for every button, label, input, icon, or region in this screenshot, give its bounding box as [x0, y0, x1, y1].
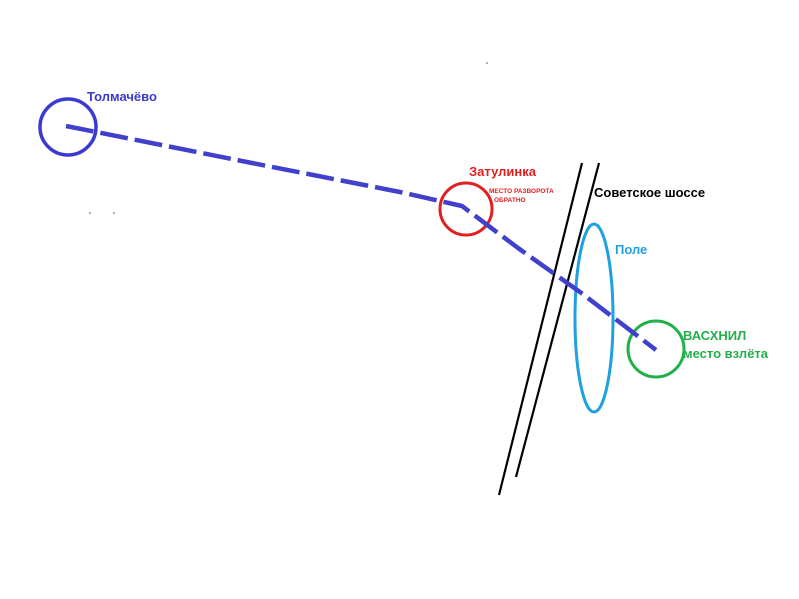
flight-route-line: [65, 123, 658, 352]
zatulinka-label: Затулинка: [469, 164, 537, 179]
turnaround-label-line2: ОБРАТНО: [494, 197, 526, 204]
field-ellipse: [573, 222, 615, 414]
stray-dot: [486, 62, 488, 64]
stray-dot: [113, 212, 115, 214]
turnaround-label-line1: МЕСТО РАЗВОРОТА: [489, 188, 554, 195]
field-label: Поле: [615, 242, 647, 257]
vaskhnil-label-line1: ВАСХНИЛ: [683, 328, 746, 343]
highway-line-left: [497, 162, 584, 496]
stray-dot: [89, 212, 91, 214]
vaskhnil-circle: [626, 319, 686, 379]
zatulinka-circle: [438, 181, 494, 237]
tolmachevo-circle: [38, 97, 98, 157]
highway-label: Советское шоссе: [594, 185, 705, 200]
highway-line-right: [514, 162, 601, 478]
tolmachevo-label: Толмачёво: [87, 89, 157, 104]
vaskhnil-label-line2: место взлёта: [683, 346, 769, 361]
